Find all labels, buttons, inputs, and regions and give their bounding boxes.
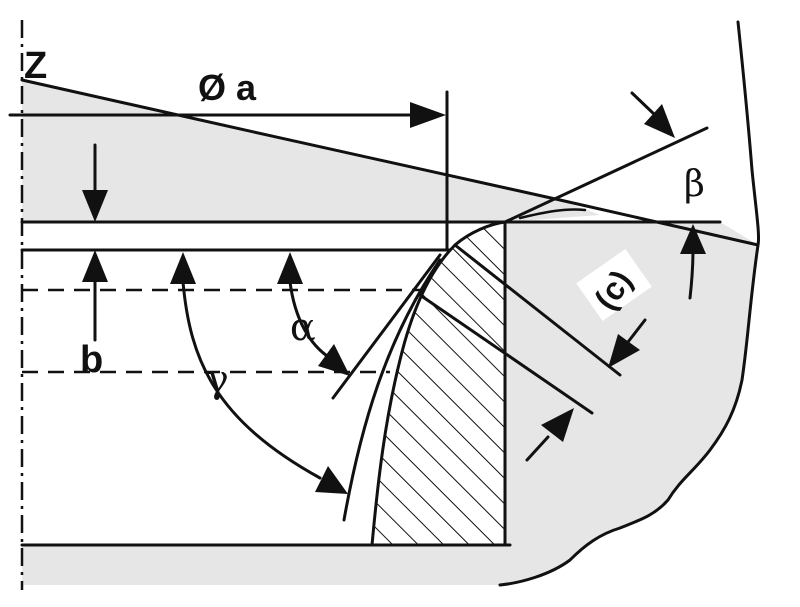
label-z: Z — [24, 45, 47, 87]
flank-curve — [342, 258, 442, 522]
beta-arrow-bottom-head — [680, 224, 706, 254]
hatched-tool-section — [370, 220, 507, 547]
b-arrow-top-head — [82, 190, 108, 222]
label-beta: β — [684, 164, 705, 205]
beta-arrow-top-head — [644, 104, 675, 138]
workpiece-break-line — [498, 20, 761, 587]
beta-arrow-top-shaft — [630, 91, 657, 117]
alpha-arrow-down-head — [318, 344, 350, 376]
alpha-arrow-up-head — [277, 252, 303, 284]
label-gamma: γ — [206, 357, 229, 401]
c-line-lower — [418, 293, 594, 415]
beta-arc — [518, 208, 587, 220]
beta-upper-line — [503, 126, 709, 224]
alpha-arc — [288, 280, 332, 360]
chip-shaded-region — [22, 80, 600, 222]
c-arrow-lower-head — [541, 408, 574, 442]
c-arrow-upper-shaft — [626, 318, 647, 344]
gamma-arrow-down-head — [315, 466, 348, 494]
gamma-arc — [181, 280, 322, 480]
label-diameter-a: Ø a — [198, 67, 257, 108]
label-b: b — [80, 339, 103, 381]
alpha-reference-line — [331, 253, 442, 400]
b-arrow-bottom-head — [82, 250, 108, 282]
c-line-upper — [453, 243, 622, 377]
c-label-bg — [576, 248, 652, 322]
workpiece-shaded-region — [22, 222, 758, 585]
c-arrow-lower-shaft — [525, 435, 550, 462]
chip-surface-curve-z — [20, 78, 760, 247]
c-arrow-upper-head — [608, 334, 640, 368]
diameter-a-arrowhead — [410, 102, 446, 128]
gamma-arrow-up-head — [170, 252, 196, 284]
label-alpha: α — [290, 305, 316, 349]
